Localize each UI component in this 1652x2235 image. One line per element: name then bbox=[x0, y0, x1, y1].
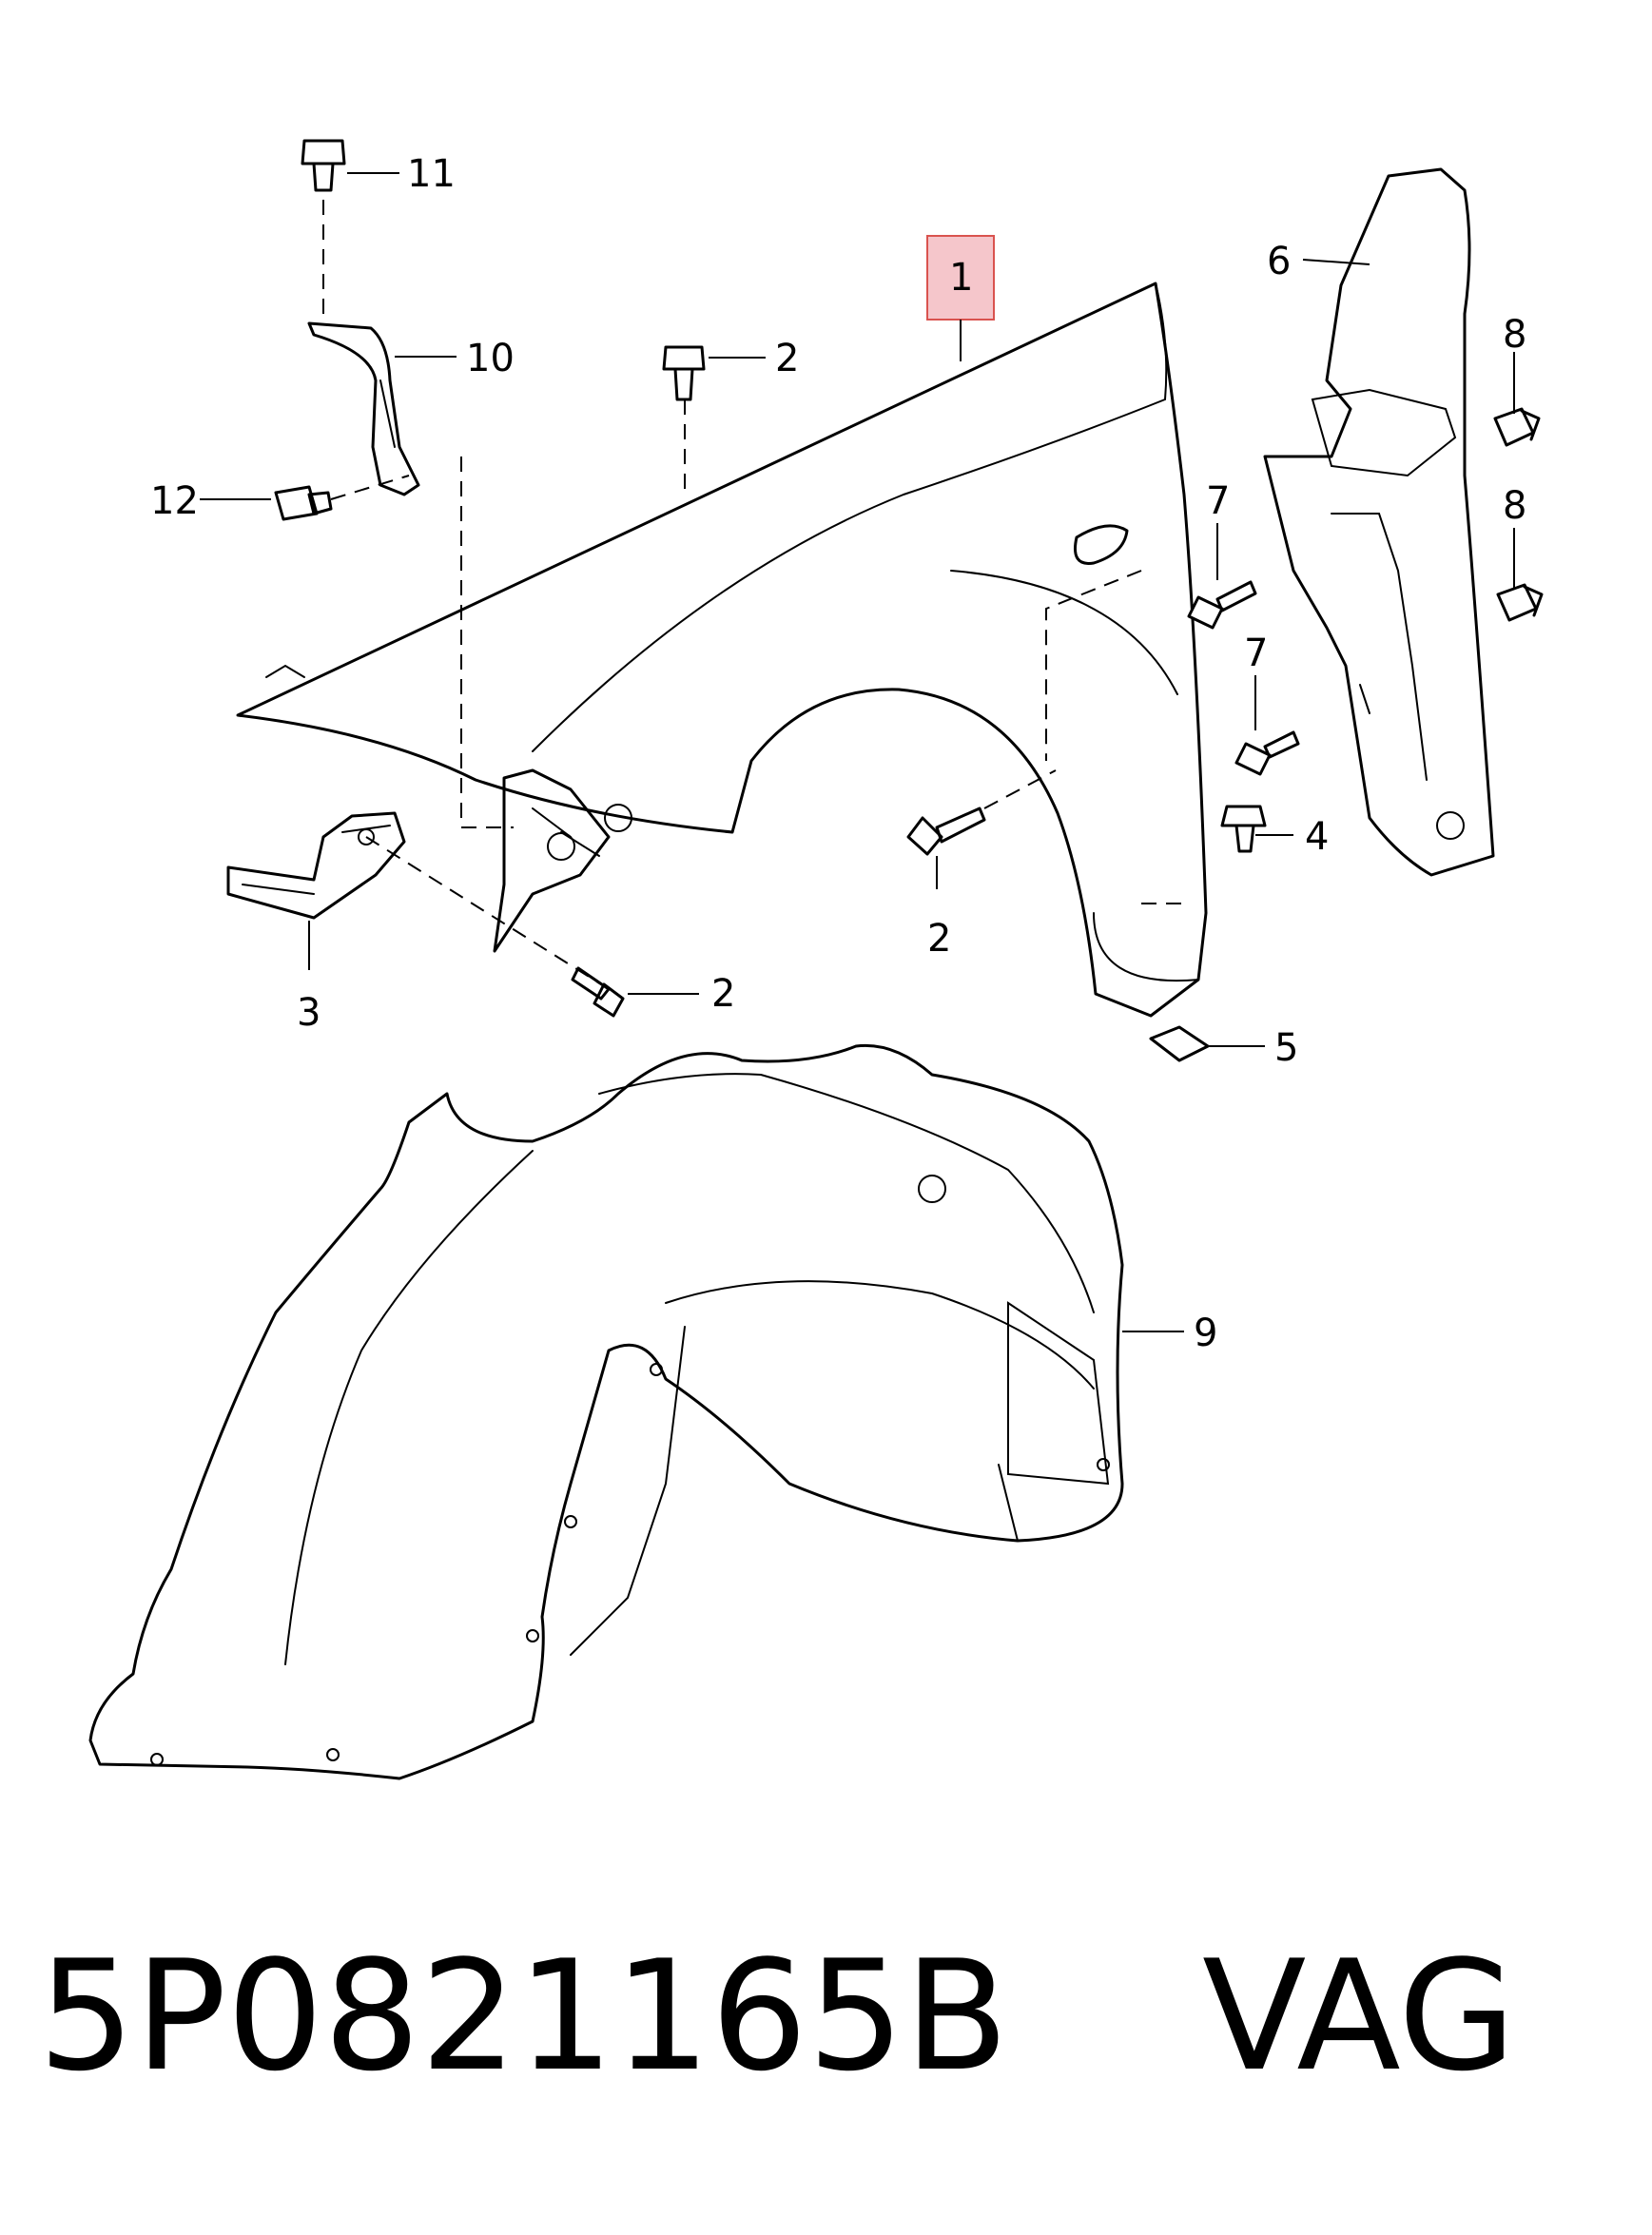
label-4: 4 bbox=[1305, 815, 1329, 859]
label-2-bottom: 2 bbox=[711, 972, 735, 1016]
label-7-lower: 7 bbox=[1244, 632, 1268, 675]
label-12: 12 bbox=[150, 479, 199, 523]
label-1: 1 bbox=[949, 256, 973, 300]
bracket-part-10 bbox=[307, 321, 420, 496]
label-9: 9 bbox=[1194, 1312, 1217, 1355]
part-number-caption: 5P0821165B VAG bbox=[38, 1927, 1516, 2105]
clip-part-5 bbox=[1149, 1025, 1210, 1062]
bolt-part-11 bbox=[301, 139, 346, 192]
clip-part-8-lower bbox=[1496, 583, 1544, 622]
screw-part-4 bbox=[1220, 805, 1267, 853]
dashline-12 bbox=[330, 475, 410, 500]
clip-part-8-upper bbox=[1493, 407, 1541, 447]
bolt-part-2-bottom bbox=[571, 966, 625, 1018]
label-5: 5 bbox=[1274, 1026, 1298, 1070]
fender-bracket-part-6 bbox=[1263, 167, 1495, 877]
label-7-upper: 7 bbox=[1206, 479, 1230, 523]
leader-6 bbox=[1302, 259, 1370, 265]
dashline-2-center bbox=[983, 769, 1057, 809]
label-8-lower: 8 bbox=[1503, 484, 1526, 528]
label-10: 10 bbox=[466, 337, 515, 380]
bolt-part-7-upper bbox=[1187, 580, 1257, 630]
label-8-upper: 8 bbox=[1503, 313, 1526, 357]
label-3: 3 bbox=[297, 991, 321, 1035]
bracket-part-3 bbox=[226, 811, 406, 920]
bolt-part-2-center bbox=[906, 807, 986, 856]
highlight-box-part-1 bbox=[926, 235, 995, 321]
bolt-part-7-lower bbox=[1234, 730, 1300, 776]
label-6: 6 bbox=[1267, 240, 1291, 283]
label-2-center: 2 bbox=[927, 917, 951, 961]
bolt-part-2-top bbox=[662, 345, 706, 401]
fender-panel bbox=[236, 282, 1208, 1018]
dashline-3-2 bbox=[365, 836, 610, 990]
wheel-housing-liner-part-9 bbox=[88, 1043, 1124, 1780]
label-11: 11 bbox=[407, 152, 456, 196]
label-2-top: 2 bbox=[775, 337, 799, 380]
nut-part-12 bbox=[274, 485, 333, 521]
